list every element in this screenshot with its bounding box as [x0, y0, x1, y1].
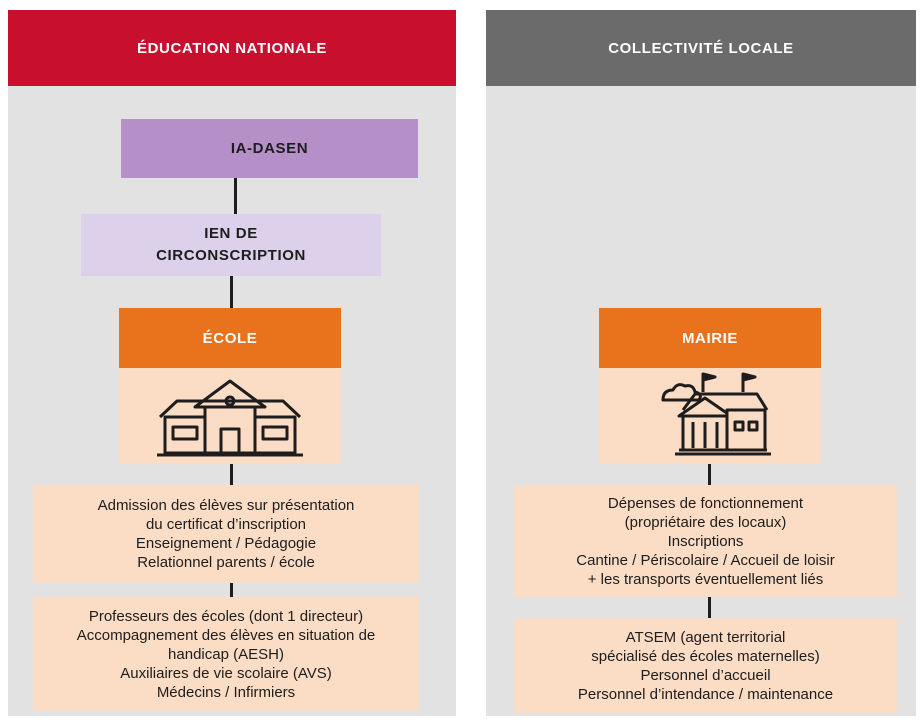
town-hall-icon — [661, 372, 771, 456]
responsibility-line: + les transports éventuellement liés — [587, 570, 824, 588]
staff-line: ATSEM (agent territorial — [625, 628, 786, 646]
collectivite-locale-panel: COLLECTIVITÉ LOCALE MAIRIE Dépenses de f… — [486, 10, 916, 716]
collectivite-locale-header: COLLECTIVITÉ LOCALE — [486, 10, 916, 86]
staff-line: Personnel d’intendance / maintenance — [577, 685, 834, 703]
responsibility-line: Admission des élèves sur présentation — [97, 497, 355, 514]
responsibility-line: Inscriptions — [667, 532, 744, 550]
mairie-label: MAIRIE — [681, 329, 739, 347]
ecole-responsibilities: Admission des élèves sur présentation du… — [33, 485, 419, 583]
mairie-box: MAIRIE — [599, 308, 821, 368]
responsibility-line: Enseignement / Pédagogie — [135, 535, 317, 552]
staff-line: Accompagnement des élèves en situation d… — [76, 626, 376, 644]
education-nationale-panel: ÉDUCATION NATIONALE IA-DASEN IEN DE CIRC… — [8, 10, 456, 716]
mairie-responsibilities: Dépenses de fonctionnement (propriétaire… — [514, 485, 897, 597]
staff-line: Médecins / Infirmiers — [156, 683, 296, 701]
ien-label-line1: IEN DE — [204, 225, 258, 242]
responsibility-line: Cantine / Périscolaire / Accueil de lois… — [576, 551, 835, 569]
staff-line: spécialisé des écoles maternelles) — [591, 647, 820, 665]
mairie-staff: ATSEM (agent territorial spécialisé des … — [514, 618, 897, 713]
education-nationale-header: ÉDUCATION NATIONALE — [8, 10, 456, 86]
connector-line — [230, 276, 233, 308]
ecole-icon-box — [119, 368, 341, 464]
ecole-box: ÉCOLE — [119, 308, 341, 368]
connector-line — [230, 583, 233, 597]
staff-line: Auxiliaires de vie scolaire (AVS) — [120, 664, 332, 682]
connector-line — [708, 597, 711, 618]
ecole-label: ÉCOLE — [202, 329, 258, 347]
connector-line — [708, 464, 711, 485]
ien-box: IEN DE CIRCONSCRIPTION — [81, 214, 381, 276]
ia-dasen-box: IA-DASEN — [121, 119, 418, 178]
ien-label-line2: CIRCONSCRIPTION — [156, 247, 306, 264]
connector-line — [230, 464, 233, 485]
responsibility-line: Relationnel parents / école — [137, 554, 315, 571]
school-building-icon — [157, 379, 303, 457]
staff-line: handicap (AESH) — [168, 645, 284, 663]
responsibility-line: (propriétaire des locaux) — [624, 513, 787, 531]
ecole-staff: Professeurs des écoles (dont 1 directeur… — [33, 597, 419, 711]
mairie-icon-box — [599, 368, 821, 464]
connector-line — [234, 178, 237, 214]
staff-line: Professeurs des écoles (dont 1 directeur… — [88, 607, 364, 625]
ia-dasen-label: IA-DASEN — [230, 140, 309, 157]
responsibility-line: Dépenses de fonctionnement — [607, 494, 804, 512]
responsibility-line: du certificat d’inscription — [145, 516, 307, 533]
staff-line: Personnel d’accueil — [640, 666, 771, 684]
